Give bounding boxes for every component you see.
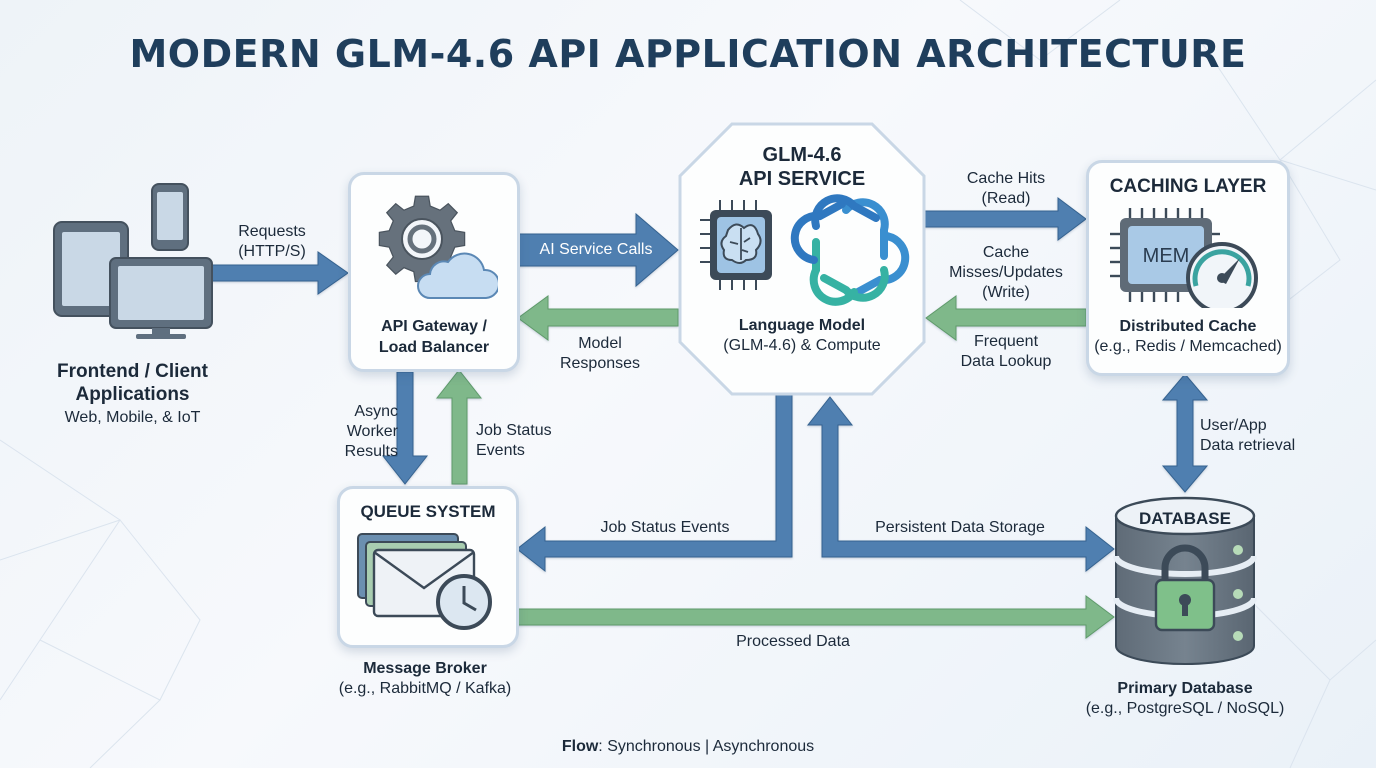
arrow-processed-data bbox=[515, 595, 1115, 639]
arrow-cache-hits bbox=[923, 197, 1087, 241]
flow-legend: Flow: Synchronous | Asynchronous bbox=[0, 738, 1376, 756]
job-status-events-label: Job Status Events bbox=[600, 519, 730, 536]
arrow-ai-calls bbox=[515, 212, 679, 288]
arrow-job-status-up bbox=[435, 369, 483, 485]
memory-chip-icon: MEM bbox=[1110, 208, 1258, 308]
flow-legend-label: Flow bbox=[561, 738, 599, 755]
page-title: MODERN GLM-4.6 API APPLICATION ARCHITECT… bbox=[129, 32, 1247, 76]
processed-data-label: Processed Data bbox=[736, 633, 850, 650]
arrow-async-results bbox=[381, 371, 429, 485]
frontend-subtitle: Web, Mobile, & IoT bbox=[64, 409, 201, 426]
mem-chip-text: MEM bbox=[1143, 245, 1190, 267]
api-gateway-label: API Gateway /Load Balancer bbox=[378, 318, 490, 356]
database-label: Primary Database(e.g., PostgreSQL / NoSQ… bbox=[1085, 680, 1285, 717]
queue-system-heading: QUEUE SYSTEM bbox=[360, 502, 496, 521]
ai-service-calls-label: AI Service Calls bbox=[539, 241, 653, 258]
arrow-model-responses bbox=[517, 295, 679, 341]
persistent-storage-label: Persistent Data Storage bbox=[875, 519, 1045, 536]
caching-layer-heading: CACHING LAYER bbox=[1109, 176, 1267, 197]
database-node bbox=[1113, 496, 1257, 665]
arrow-persistent-storage bbox=[806, 396, 1115, 573]
queue-system-label: Message Broker(e.g., RabbitMQ / Kafka) bbox=[338, 660, 512, 697]
arrow-requests bbox=[211, 251, 349, 295]
api-service-label: Language Model(GLM-4.6) & Compute bbox=[723, 317, 881, 354]
database-heading: DATABASE bbox=[1139, 509, 1231, 528]
gear-cloud-icon bbox=[378, 195, 498, 299]
flow-legend-text: : Synchronous | Asynchronous bbox=[598, 738, 815, 755]
arrow-job-status-events bbox=[516, 393, 793, 573]
cache-hits-label: Cache Hits(Read) bbox=[966, 170, 1046, 207]
envelope-clock-icon bbox=[357, 533, 492, 630]
client-devices-icon bbox=[53, 183, 213, 339]
requests-label: Requests(HTTP/S) bbox=[238, 223, 306, 260]
frontend-title: Frontend / Client Applications bbox=[57, 361, 208, 405]
arrow-user-app-retrieval bbox=[1161, 373, 1209, 493]
caching-layer-label: Distributed Cache(e.g., Redis / Memcache… bbox=[1094, 318, 1282, 355]
api-service-node bbox=[678, 122, 926, 396]
arrow-frequent-lookup bbox=[925, 295, 1087, 341]
